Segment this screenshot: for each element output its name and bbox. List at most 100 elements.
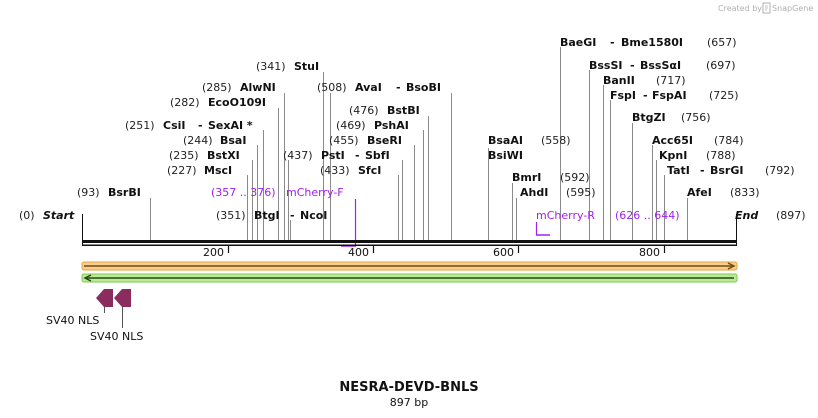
enzyme-pos: (341): [256, 60, 286, 73]
enzyme-pos: (282): [170, 96, 200, 109]
enzyme-pos: (657): [707, 36, 737, 49]
enzyme-name: BssSI: [589, 59, 623, 72]
enzyme-name: EcoO109I: [208, 96, 266, 109]
end-label: End: [735, 209, 758, 222]
enzyme-name: BanII: [603, 74, 635, 87]
enzyme-name: StuI: [294, 60, 319, 73]
sequence-ends: (0) Start End (897): [19, 209, 806, 222]
primer-range: (626 .. 644): [615, 209, 680, 222]
enzyme-name: Acc65I: [652, 134, 693, 147]
enzyme-separator: -: [630, 59, 635, 72]
enzyme-pos: (437): [283, 149, 313, 162]
primer-mcherry-r[interactable]: mCherry-R (626 .. 644): [535, 209, 680, 236]
enzyme-pos: (756): [681, 111, 711, 124]
feature-arrow-icon: [114, 289, 131, 307]
enzyme-name: AhdI: [520, 186, 548, 199]
enzyme-name: PstI: [321, 149, 345, 162]
enzyme-separator: -: [355, 149, 360, 162]
ruler-tick-label: 400: [348, 246, 369, 259]
enzyme-separator: -: [643, 89, 648, 102]
snapgene-credit: Created by SnapGene: [718, 2, 813, 14]
enzyme-alt-name: SbfI: [365, 149, 390, 162]
feature-label: SV40 NLS: [90, 330, 143, 343]
end-pos: (897): [776, 209, 806, 222]
feature-sv40-nls-1[interactable]: SV40 NLS: [46, 289, 113, 327]
ruler: 200 400 600 800: [203, 246, 666, 259]
enzyme-pos: (227): [167, 164, 197, 177]
enzyme-name: BsrBI: [108, 186, 141, 199]
enzyme-name: KpnI: [659, 149, 687, 162]
enzyme-pos: (717): [656, 74, 686, 87]
enzyme-name: CsiI: [163, 119, 185, 132]
enzyme-separator: -: [396, 81, 401, 94]
feature-sv40-nls-2[interactable]: SV40 NLS: [90, 289, 143, 343]
enzyme-pos: (697): [706, 59, 736, 72]
cut-site-lines: [150, 47, 688, 240]
enzyme-pos: (93): [77, 186, 100, 199]
enzyme-alt-name: BsrGI: [710, 164, 743, 177]
enzyme-pos: (784): [714, 134, 744, 147]
enzyme-pos: (788): [706, 149, 736, 162]
feature-arrow-icon: [96, 289, 113, 307]
start-pos: (0): [19, 209, 35, 222]
enzyme-separator: -: [700, 164, 705, 177]
arrow-right-icon: [727, 262, 736, 270]
enzyme-name: PshAI: [374, 119, 409, 132]
snapgene-logo-icon: [762, 2, 771, 14]
enzyme-pos: (433): [320, 164, 350, 177]
enzyme-pos: (558): [541, 134, 571, 147]
primer-name: mCherry-F: [286, 186, 344, 199]
orange-orf-bar[interactable]: [81, 261, 738, 271]
enzyme-alt-name: FspAI: [652, 89, 687, 102]
enzyme-pos: (455): [329, 134, 359, 147]
arrow-left-icon: [83, 274, 92, 282]
dna-backbone: [82, 214, 737, 246]
enzyme-pos: (235): [169, 149, 199, 162]
enzyme-name: BsaAI: [488, 134, 523, 147]
start-label: Start: [43, 209, 75, 222]
enzyme-pos: (595): [566, 186, 596, 199]
enzyme-pos: (251): [125, 119, 155, 132]
enzyme-name: BseRI: [367, 134, 402, 147]
enzyme-name: SfcI: [358, 164, 381, 177]
primer-range: (357 .. 376): [211, 186, 276, 199]
enzyme-name: BtgI: [254, 209, 280, 222]
enzyme-name: TatI: [667, 164, 690, 177]
enzyme-alt-name: NcoI: [300, 209, 327, 222]
enzyme-name: BsiWI: [488, 149, 523, 162]
feature-label: SV40 NLS: [46, 314, 99, 327]
enzyme-name: BmrI: [512, 171, 541, 184]
enzyme-name: BsaI: [220, 134, 246, 147]
primer-name: mCherry-R: [536, 209, 595, 222]
enzyme-pos: (244): [183, 134, 213, 147]
enzyme-alt-name: Bme1580I: [621, 36, 683, 49]
enzyme-name: BaeGI: [560, 36, 596, 49]
enzyme-pos: (592): [560, 171, 590, 184]
enzyme-name: FspI: [610, 89, 636, 102]
enzyme-separator: -: [290, 209, 295, 222]
enzyme-labels: (93) BsrBI (227) MscI (235) BstXI (244) …: [77, 36, 795, 222]
app-name: SnapGene: [772, 4, 813, 13]
enzyme-pos: (351): [216, 209, 246, 222]
enzyme-pos: (792): [765, 164, 795, 177]
enzyme-alt-name: BssSαI: [640, 59, 681, 72]
enzyme-name: BstBI: [387, 104, 420, 117]
enzyme-name: BtgZI: [632, 111, 666, 124]
enzyme-pos: (476): [349, 104, 379, 117]
enzyme-alt-name: BsoBI: [406, 81, 441, 94]
ruler-tick-label: 600: [493, 246, 514, 259]
ruler-tick-label: 200: [203, 246, 224, 259]
ruler-tick-label: 800: [639, 246, 660, 259]
enzyme-pos: (833): [730, 186, 760, 199]
map-title-block: NESRA-DEVD-BNLS 897 bp: [339, 380, 478, 409]
enzyme-name: AfeI: [687, 186, 712, 199]
enzyme-name: AvaI: [355, 81, 382, 94]
enzyme-name: AlwNI: [240, 81, 276, 94]
enzyme-alt-name: SexAI *: [208, 119, 253, 132]
enzyme-name: MscI: [204, 164, 232, 177]
enzyme-pos: (285): [202, 81, 232, 94]
enzyme-separator: -: [198, 119, 203, 132]
green-orf-bar[interactable]: [81, 273, 738, 283]
enzyme-name: BstXI: [207, 149, 240, 162]
